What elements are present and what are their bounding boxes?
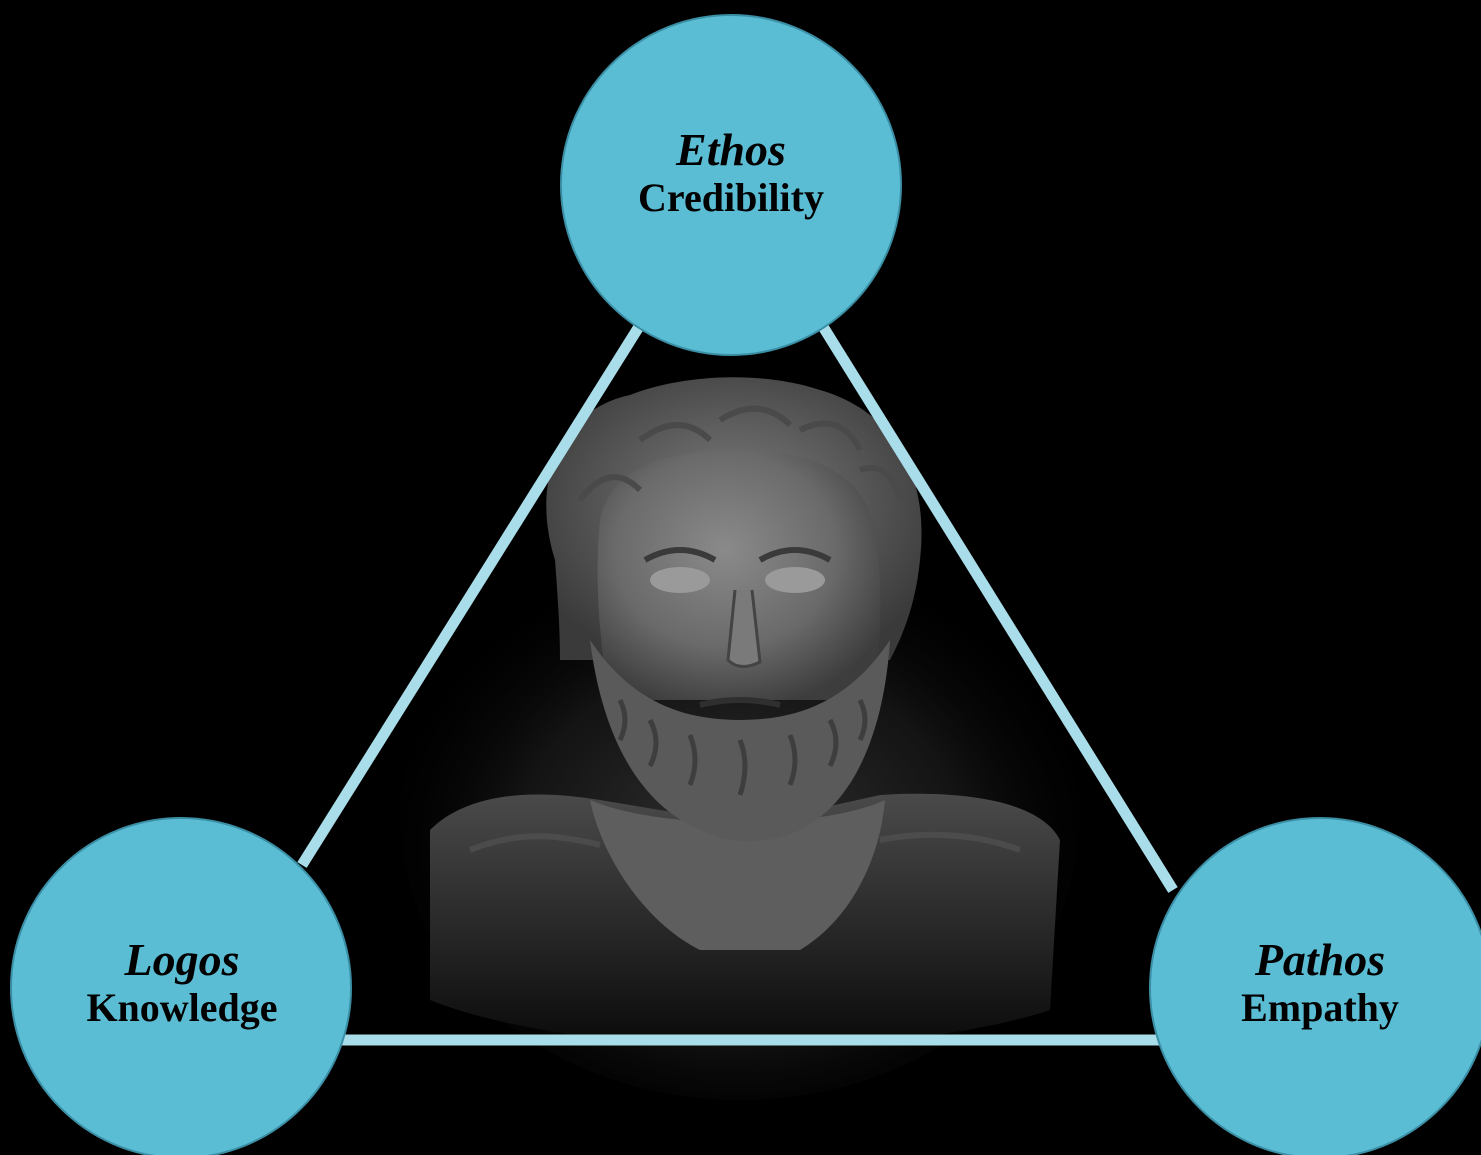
logos-meaning: Knowledge (86, 984, 278, 1030)
ethos-term: Ethos (676, 124, 786, 175)
aristotle-bust-icon (400, 377, 1080, 1100)
pathos-meaning: Empathy (1241, 984, 1399, 1030)
node-ethos (560, 14, 902, 356)
node-pathos-label: Pathos Empathy (1150, 934, 1481, 1030)
node-logos (10, 817, 352, 1155)
node-ethos-label: Ethos Credibility (580, 124, 882, 220)
pathos-term: Pathos (1254, 934, 1386, 985)
logos-term: Logos (124, 934, 240, 985)
edge-ethos-pathos (817, 322, 1178, 893)
triangle-edges (297, 322, 1178, 1046)
edge-ethos-logos (297, 322, 645, 868)
ethos-meaning: Credibility (638, 174, 824, 220)
triangle-nodes (10, 14, 1481, 1155)
node-logos-label: Logos Knowledge (12, 934, 352, 1030)
node-pathos (1149, 817, 1481, 1155)
